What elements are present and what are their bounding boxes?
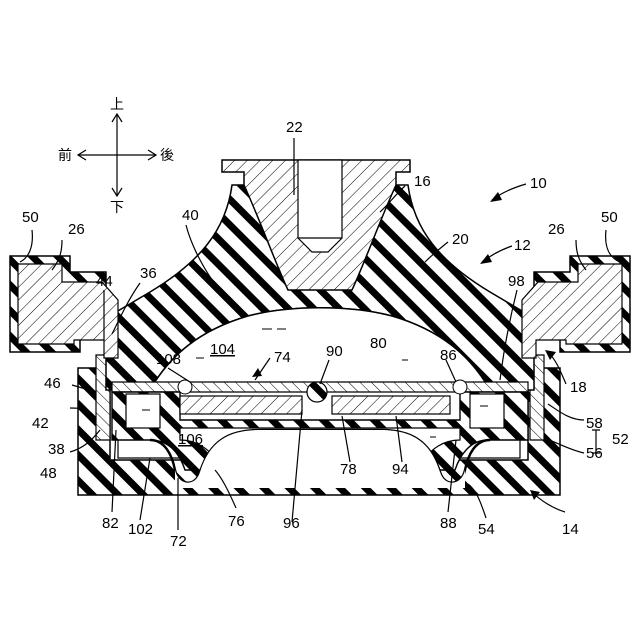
movable-plate-right: [332, 396, 450, 414]
seal-bead-right: [453, 380, 467, 394]
direction-front-label: 前: [58, 147, 72, 164]
direction-cross: [78, 114, 156, 196]
label-40: 40: [182, 207, 199, 224]
label-96: 96: [283, 515, 300, 532]
label-106: 106: [178, 431, 203, 448]
label-72: 72: [170, 533, 187, 550]
label-42: 42: [32, 415, 49, 432]
label-10: 10: [530, 175, 547, 192]
side-post-right: [470, 394, 504, 428]
label-48: 48: [40, 465, 57, 482]
label-58: 58: [586, 415, 603, 432]
label-102: 102: [128, 521, 153, 538]
label-12: 12: [514, 237, 531, 254]
label-98: 98: [508, 273, 525, 290]
label-26-right: 26: [548, 221, 565, 238]
label-52: 52: [612, 431, 629, 448]
label-78: 78: [340, 461, 357, 478]
label-108: 108: [156, 351, 181, 368]
label-46: 46: [44, 375, 61, 392]
label-90: 90: [326, 343, 343, 360]
label-80: 80: [370, 335, 387, 352]
label-38: 38: [48, 441, 65, 458]
label-26-left: 26: [68, 221, 85, 238]
label-44: 44: [96, 273, 113, 290]
label-76: 76: [228, 513, 245, 530]
side-post-left: [126, 394, 160, 428]
label-14: 14: [562, 521, 579, 538]
label-18: 18: [570, 379, 587, 396]
center-boss: [307, 382, 327, 402]
label-88: 88: [440, 515, 457, 532]
label-22: 22: [286, 119, 303, 136]
label-86: 86: [440, 347, 457, 364]
label-16: 16: [414, 173, 431, 190]
label-56: 56: [586, 445, 603, 462]
label-50-right: 50: [601, 209, 618, 226]
label-54: 54: [478, 521, 495, 538]
movable-plate-left: [180, 396, 302, 414]
label-82: 82: [102, 515, 119, 532]
label-50-left: 50: [22, 209, 39, 226]
direction-up-label: 上: [110, 97, 124, 113]
label-74: 74: [274, 349, 291, 366]
label-20: 20: [452, 231, 469, 248]
direction-rear-label: 後: [160, 148, 174, 164]
label-104: 104: [210, 341, 235, 358]
direction-down-label: 下: [110, 200, 124, 216]
label-36: 36: [140, 265, 157, 282]
label-94: 94: [392, 461, 409, 478]
